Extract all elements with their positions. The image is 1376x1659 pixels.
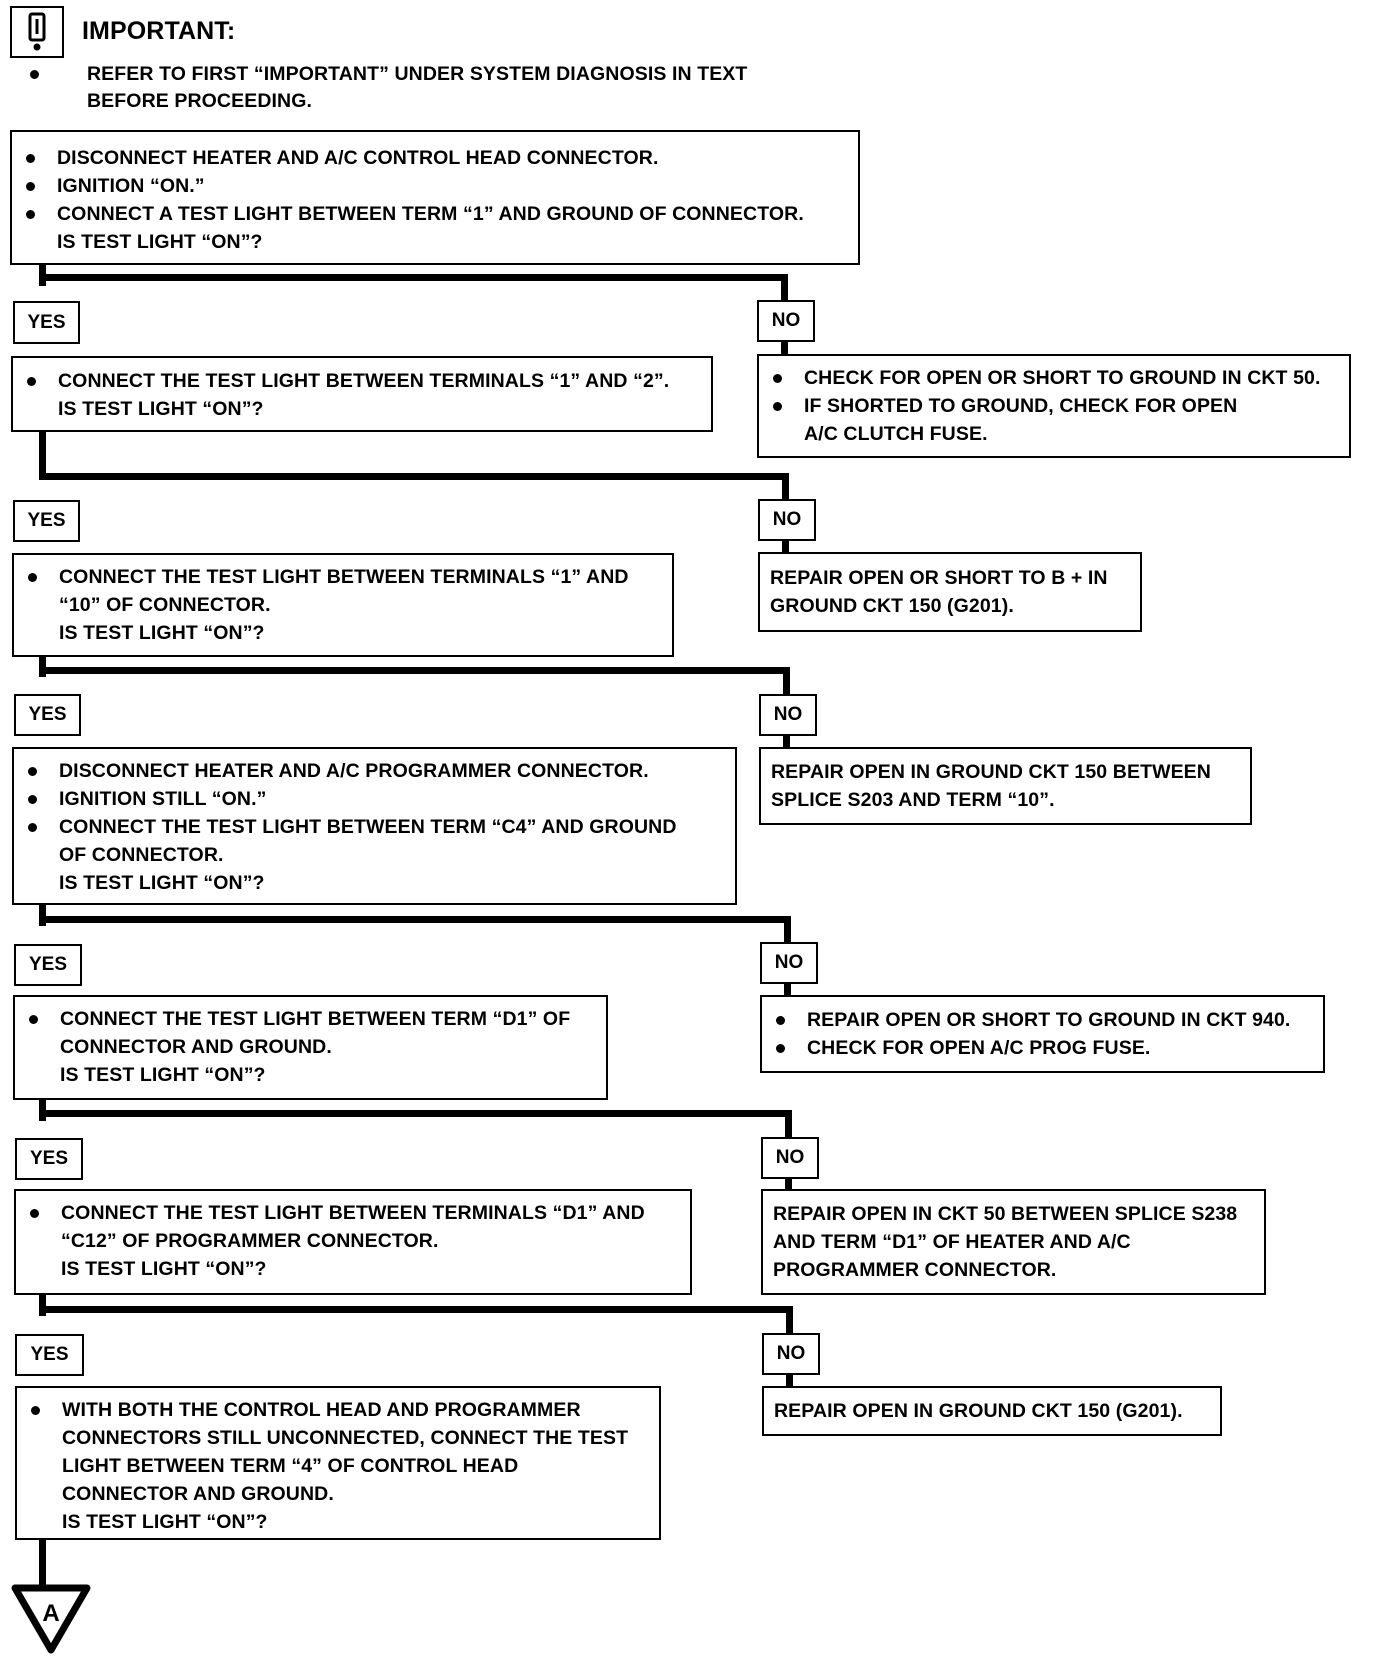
yes-label: YES bbox=[14, 694, 81, 736]
exclamation-warning-icon bbox=[28, 12, 46, 51]
flow-line bbox=[784, 916, 791, 944]
flow-line bbox=[782, 538, 789, 555]
step-instruction: IGNITION “ON.” bbox=[12, 172, 858, 200]
step-box-5: CONNECT THE TEST LIGHT BETWEEN TERM “D1”… bbox=[13, 995, 608, 1100]
flow-line bbox=[39, 1538, 46, 1588]
no-result-box-1: CHECK FOR OPEN OR SHORT TO GROUND IN CKT… bbox=[757, 354, 1351, 458]
result-line: REPAIR OPEN OR SHORT TO GROUND IN CKT 94… bbox=[762, 1006, 1323, 1034]
branch-line bbox=[39, 1306, 793, 1313]
flow-line bbox=[784, 981, 791, 999]
step-instruction-cont: LIGHT BETWEEN TERM “4” OF CONTROL HEAD bbox=[62, 1455, 519, 1477]
flow-line bbox=[786, 1372, 793, 1389]
step-question: IS TEST LIGHT “ON”? bbox=[58, 398, 264, 420]
result-line: REPAIR OPEN IN GROUND CKT 150 (G201). bbox=[774, 1400, 1183, 1422]
result-line: CHECK FOR OPEN A/C PROG FUSE. bbox=[762, 1034, 1323, 1062]
offpage-connector-triangle-icon: A bbox=[11, 1584, 91, 1654]
result-line: SPLICE S203 AND TERM “10”. bbox=[771, 789, 1055, 811]
result-line: REPAIR OPEN IN GROUND CKT 150 BETWEEN bbox=[771, 761, 1211, 783]
note-line: BEFORE PROCEEDING. bbox=[87, 90, 312, 112]
branch-line bbox=[39, 916, 791, 923]
step-box-4: DISCONNECT HEATER AND A/C PROGRAMMER CON… bbox=[12, 747, 737, 905]
flow-line bbox=[781, 274, 788, 302]
flow-line bbox=[781, 339, 788, 357]
flow-line bbox=[39, 905, 46, 926]
result-line: IF SHORTED TO GROUND, CHECK FOR OPEN bbox=[759, 392, 1349, 420]
no-label: NO bbox=[761, 1137, 819, 1179]
step-instruction-cont: OF CONNECTOR. bbox=[59, 844, 224, 866]
step-instruction-cont: CONNECTOR AND GROUND. bbox=[62, 1483, 334, 1505]
yes-label: YES bbox=[14, 944, 82, 986]
step-instruction-cont: CONNECTORS STILL UNCONNECTED, CONNECT TH… bbox=[62, 1427, 629, 1449]
yes-label: YES bbox=[13, 500, 80, 542]
branch-line bbox=[39, 1110, 792, 1117]
no-label: NO bbox=[758, 499, 816, 541]
step-instruction: DISCONNECT HEATER AND A/C CONTROL HEAD C… bbox=[12, 144, 858, 172]
no-label: NO bbox=[759, 694, 817, 736]
step-instruction: CONNECT THE TEST LIGHT BETWEEN TERM “D1”… bbox=[15, 1005, 606, 1033]
note-line: REFER TO FIRST “IMPORTANT” UNDER SYSTEM … bbox=[87, 63, 748, 85]
step-question: IS TEST LIGHT “ON”? bbox=[62, 1511, 268, 1533]
step-instruction: CONNECT THE TEST LIGHT BETWEEN TERMINALS… bbox=[16, 1199, 690, 1227]
flow-line bbox=[39, 430, 46, 474]
branch-line bbox=[39, 274, 788, 281]
flow-line bbox=[785, 1176, 792, 1193]
branch-line bbox=[39, 667, 790, 674]
yes-label: YES bbox=[13, 301, 80, 344]
step-box-2: CONNECT THE TEST LIGHT BETWEEN TERMINALS… bbox=[11, 356, 713, 432]
bullet-dot bbox=[30, 70, 39, 79]
offpage-connector: A bbox=[11, 1584, 91, 1654]
no-result-box-4: REPAIR OPEN OR SHORT TO GROUND IN CKT 94… bbox=[760, 995, 1325, 1073]
step-instruction: DISCONNECT HEATER AND A/C PROGRAMMER CON… bbox=[14, 757, 735, 785]
connector-label: A bbox=[42, 1600, 59, 1627]
no-label: NO bbox=[762, 1333, 820, 1375]
important-title: IMPORTANT: bbox=[82, 17, 236, 45]
result-line-cont: A/C CLUTCH FUSE. bbox=[804, 423, 988, 445]
no-result-box-2: REPAIR OPEN OR SHORT TO B + IN GROUND CK… bbox=[758, 552, 1142, 632]
step-instruction-cont: “10” OF CONNECTOR. bbox=[59, 594, 271, 616]
important-icon bbox=[10, 6, 64, 58]
step-instruction: CONNECT THE TEST LIGHT BETWEEN TERM “C4”… bbox=[14, 813, 735, 841]
step-question: IS TEST LIGHT “ON”? bbox=[61, 1258, 267, 1280]
step-instruction-cont: CONNECTOR AND GROUND. bbox=[60, 1036, 332, 1058]
result-line: AND TERM “D1” OF HEATER AND A/C bbox=[773, 1231, 1131, 1253]
flow-line bbox=[783, 733, 790, 750]
step-box-1: DISCONNECT HEATER AND A/C CONTROL HEAD C… bbox=[10, 130, 860, 265]
no-label: NO bbox=[757, 300, 815, 342]
no-result-box-6: REPAIR OPEN IN GROUND CKT 150 (G201). bbox=[762, 1386, 1222, 1436]
result-line: REPAIR OPEN IN CKT 50 BETWEEN SPLICE S23… bbox=[773, 1203, 1238, 1225]
step-instruction: CONNECT THE TEST LIGHT BETWEEN TERMINALS… bbox=[13, 367, 711, 395]
result-line: PROGRAMMER CONNECTOR. bbox=[773, 1259, 1057, 1281]
branch-line bbox=[39, 473, 789, 480]
step-box-3: CONNECT THE TEST LIGHT BETWEEN TERMINALS… bbox=[12, 553, 674, 657]
step-instruction: CONNECT A TEST LIGHT BETWEEN TERM “1” AN… bbox=[12, 200, 858, 228]
step-box-7: WITH BOTH THE CONTROL HEAD AND PROGRAMME… bbox=[15, 1386, 661, 1540]
step-instruction: IGNITION STILL “ON.” bbox=[14, 785, 735, 813]
flow-line bbox=[783, 667, 790, 696]
flow-line bbox=[785, 1110, 792, 1139]
result-line: GROUND CKT 150 (G201). bbox=[770, 595, 1014, 617]
step-instruction: CONNECT THE TEST LIGHT BETWEEN TERMINALS… bbox=[14, 563, 672, 591]
result-line: CHECK FOR OPEN OR SHORT TO GROUND IN CKT… bbox=[759, 364, 1349, 392]
step-question: IS TEST LIGHT “ON”? bbox=[60, 1064, 266, 1086]
flow-line bbox=[782, 473, 789, 501]
result-line: REPAIR OPEN OR SHORT TO B + IN bbox=[770, 567, 1108, 589]
step-question: IS TEST LIGHT “ON”? bbox=[59, 622, 265, 644]
step-instruction-cont: “C12” OF PROGRAMMER CONNECTOR. bbox=[61, 1230, 439, 1252]
flow-line bbox=[786, 1306, 793, 1335]
yes-label: YES bbox=[15, 1334, 84, 1376]
flow-line bbox=[39, 1295, 46, 1316]
step-question: IS TEST LIGHT “ON”? bbox=[57, 231, 263, 253]
yes-label: YES bbox=[15, 1138, 83, 1180]
no-result-box-5: REPAIR OPEN IN CKT 50 BETWEEN SPLICE S23… bbox=[761, 1189, 1266, 1295]
step-box-6: CONNECT THE TEST LIGHT BETWEEN TERMINALS… bbox=[14, 1189, 692, 1295]
no-label: NO bbox=[760, 942, 818, 984]
step-instruction: WITH BOTH THE CONTROL HEAD AND PROGRAMME… bbox=[17, 1396, 659, 1424]
step-question: IS TEST LIGHT “ON”? bbox=[59, 872, 265, 894]
no-result-box-3: REPAIR OPEN IN GROUND CKT 150 BETWEEN SP… bbox=[759, 747, 1252, 825]
